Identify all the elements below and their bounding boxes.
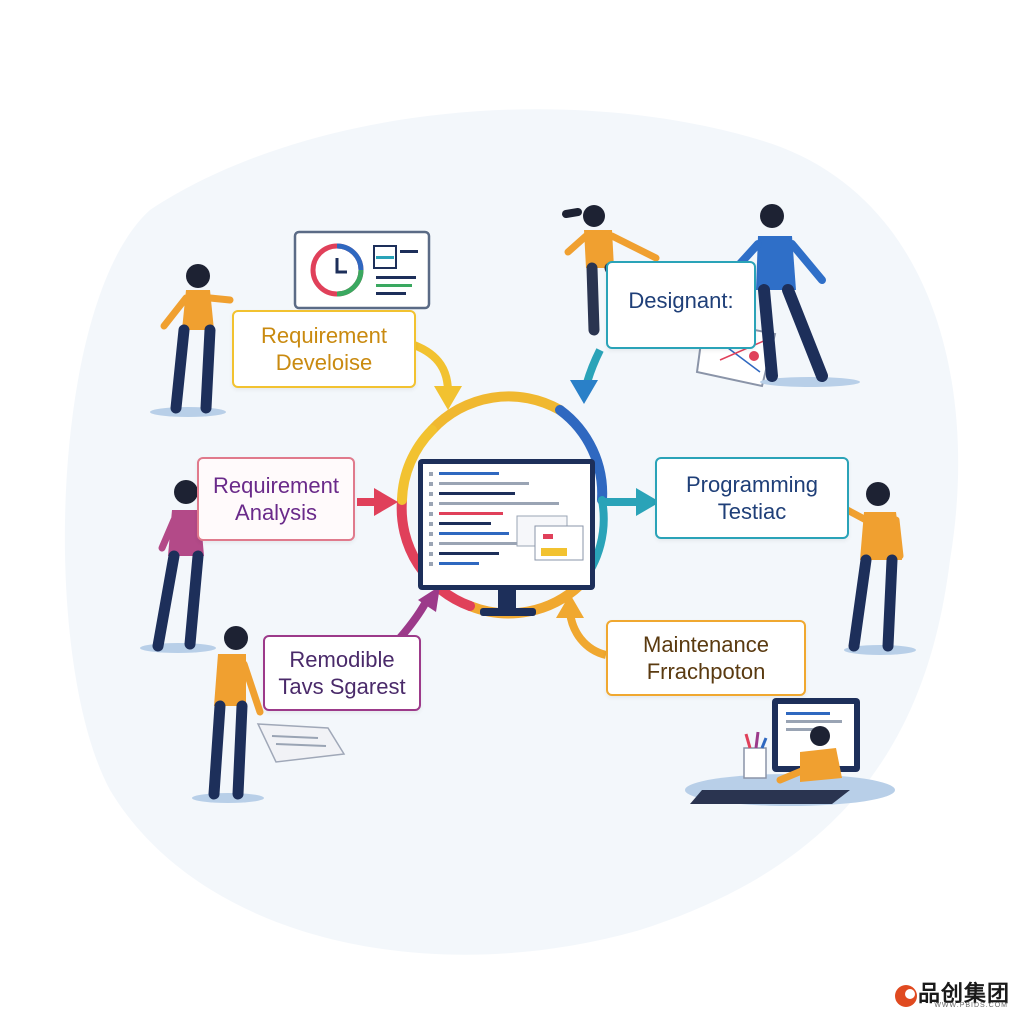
cycle-ring-blue (555, 405, 608, 505)
arrow-programming-head (636, 488, 660, 516)
stage-label-line2: Frrachpoton (646, 659, 766, 684)
brand-url: WWW.PBIDS.COM (934, 1002, 1008, 1009)
monitor-stand (480, 590, 536, 616)
brand-name: 品创集团 (917, 981, 1010, 1006)
person-top-left (150, 264, 234, 417)
arrow-remodible-head (418, 586, 440, 612)
arrow-analysis-head (374, 488, 398, 516)
brand-watermark: 品创集团 WWW.PBIDS.COM (917, 976, 1010, 1009)
stage-requirement-analysis: Requirement Analysis (197, 457, 355, 541)
person-left-middle (140, 480, 226, 653)
cycle-ring-gold (397, 425, 437, 505)
stage-label-line1: Maintenance (643, 632, 769, 657)
cycle-ring-yellow (427, 391, 565, 435)
stage-remodible: Remodible Tavs Sgarest (263, 635, 421, 711)
stage-label-line1: Programming (685, 472, 819, 497)
stage-requirement-develoise: Requirement Develoise (232, 310, 416, 388)
person-laptop-workstation (685, 698, 895, 806)
person-bottom-left (192, 626, 346, 803)
stage-programming: Programming Testiac (655, 457, 849, 539)
stage-label-line1: Designant: (628, 288, 734, 313)
dashboard-card (293, 230, 431, 310)
stage-label-line1: Remodible (289, 647, 395, 672)
stage-label-line2: Develoise (275, 350, 373, 375)
stage-designant: Designant: (606, 261, 756, 349)
stage-label-line1: Requirement (213, 473, 339, 498)
arrow-maintenance-head (556, 594, 584, 618)
stage-label-line1: Requirement (261, 323, 387, 348)
arrow-designant-head (570, 380, 598, 404)
stage-label-line2: Tavs Sgarest (278, 674, 406, 699)
monitor-screen (423, 464, 590, 585)
brand-logo-mark (895, 985, 917, 1007)
stage-label-line2: Testiac (717, 499, 787, 524)
stage-maintenance: Maintenance Frrachpoton (606, 620, 806, 696)
central-monitor (418, 459, 595, 590)
stage-label-line2: Analysis (235, 500, 317, 525)
code-lines (429, 472, 584, 566)
person-top-right (734, 204, 860, 387)
arrow-develoise-head (434, 386, 462, 410)
